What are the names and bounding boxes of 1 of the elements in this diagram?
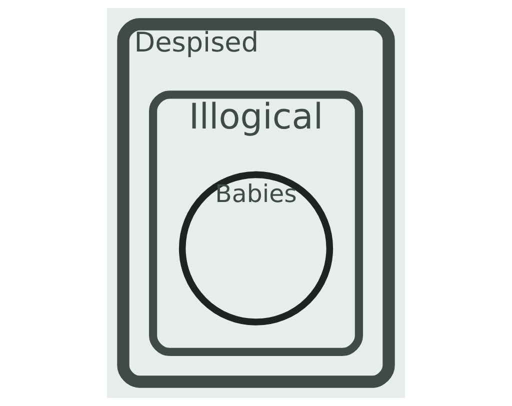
node-circle: Babies xyxy=(178,171,334,326)
